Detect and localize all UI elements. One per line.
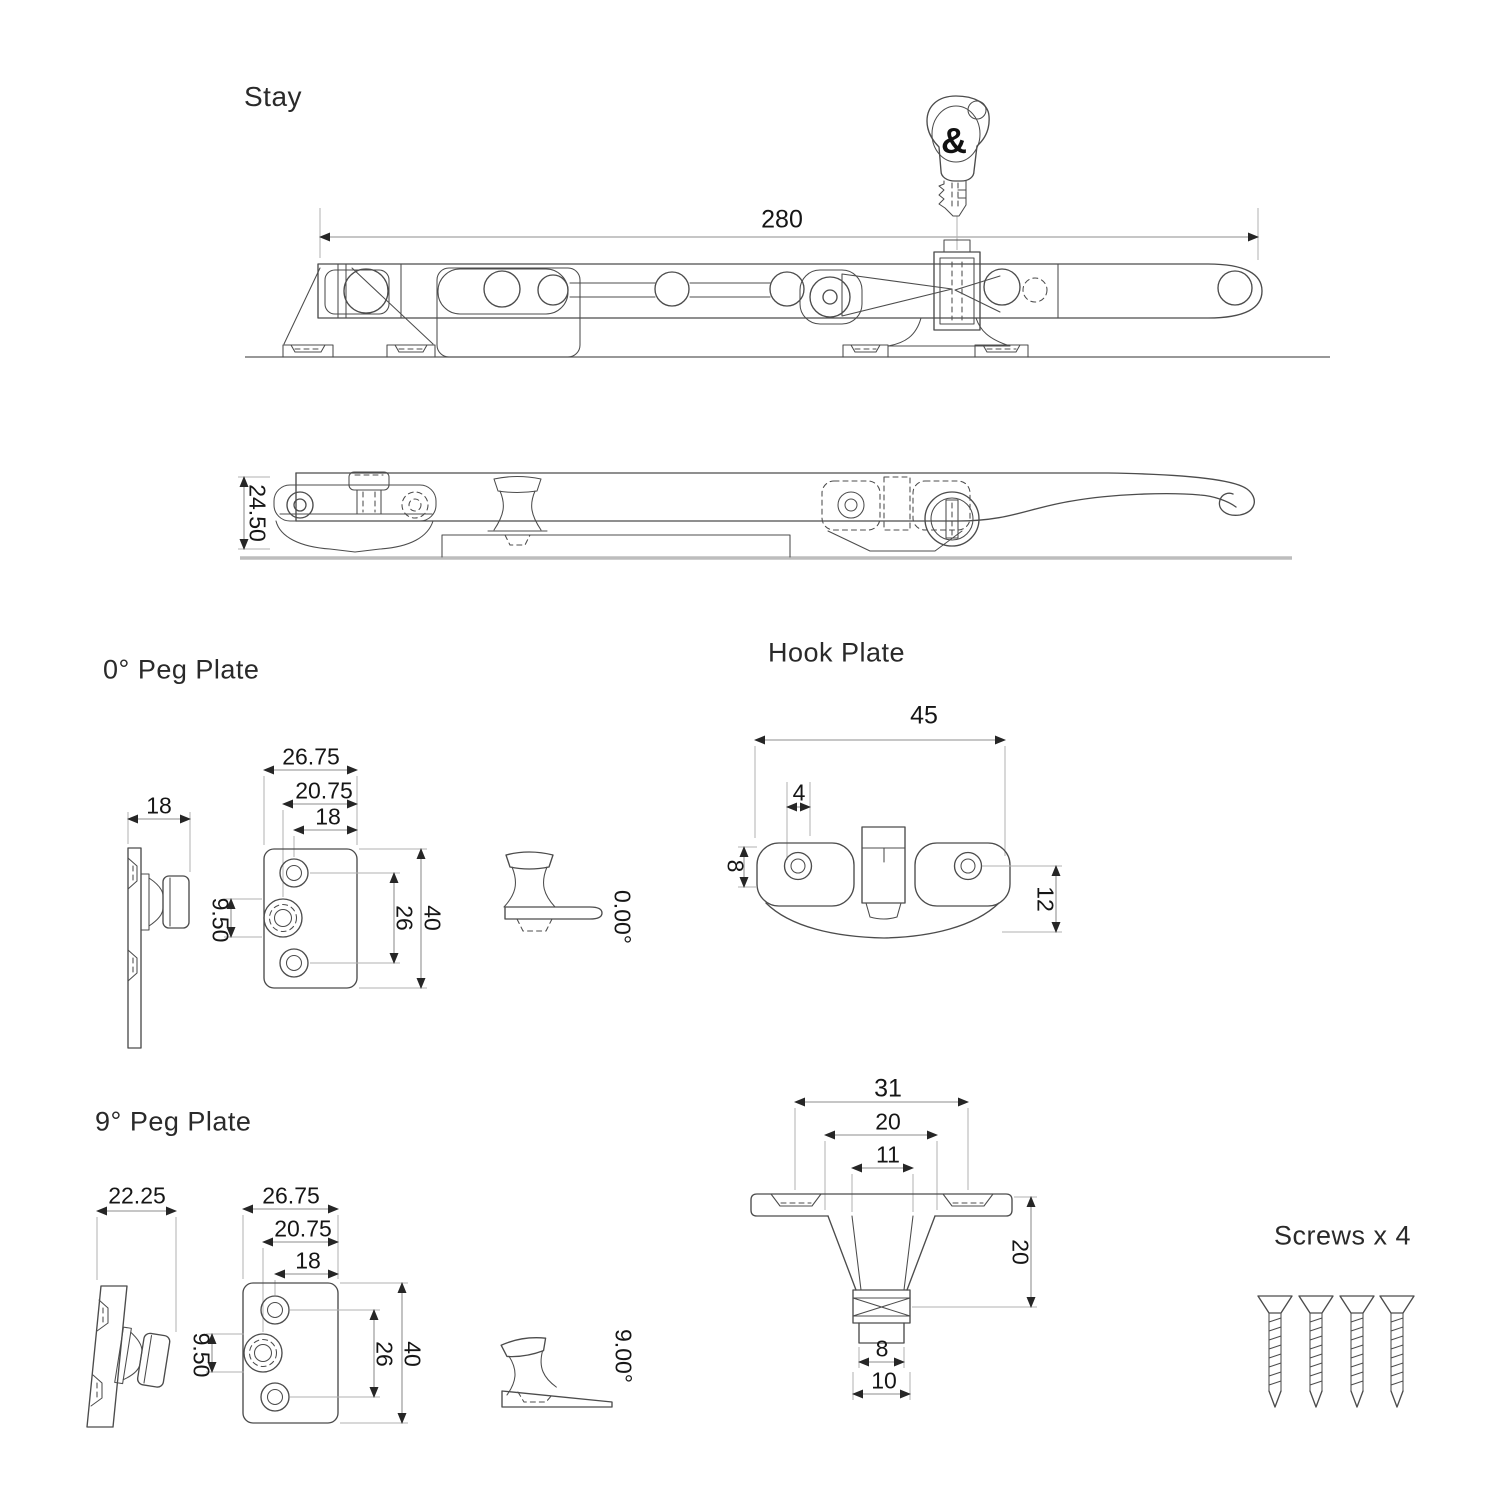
peg-plate-0-angle-label: 0.00° [609, 890, 636, 944]
hook-plate-top-drawing [738, 735, 1062, 939]
peg-plate-9-center-offset-label: 20.75 [274, 1215, 332, 1242]
peg-plate-0-side-drawing [127, 812, 191, 1049]
peg-plate-0-peg-dia-label: 9.50 [207, 897, 234, 943]
screw [1298, 1295, 1334, 1408]
stay-side-view-drawing [238, 471, 1292, 560]
peg-plate-9-angle-label: 9.00° [610, 1329, 637, 1383]
peg-plate-0-title: 0° Peg Plate [103, 654, 260, 685]
peg-plate-9-width-label: 26.75 [262, 1182, 320, 1209]
hook-side-height-label: 20 [1007, 1239, 1034, 1265]
key-icon [926, 95, 990, 217]
hook-side-throat-label: 11 [876, 1141, 900, 1168]
peg-plate-9-title: 9° Peg Plate [95, 1106, 252, 1137]
hook-plate-tab-label: 4 [792, 779, 806, 806]
peg-plate-9-front-drawing [206, 1204, 408, 1424]
peg-plate-0-hole-offset-label: 18 [315, 803, 341, 830]
peg-plate-9-peg-dia-label: 9.50 [188, 1332, 215, 1378]
peg-plate-0-hole-spacing-label: 26 [391, 905, 418, 931]
peg-plate-0-height-label: 40 [419, 905, 446, 931]
hook-side-boss-width-label: 31 [874, 1074, 902, 1103]
peg-plate-9-height-label: 40 [399, 1341, 426, 1367]
peg-9-angle-view-drawing [500, 1337, 613, 1408]
hook-side-tip-label: 8 [875, 1335, 889, 1362]
hook-plate-side-drawing [750, 1097, 1037, 1400]
peg-plate-0-side-width-label: 18 [146, 792, 172, 819]
hook-side-tip-base-label: 10 [871, 1367, 897, 1394]
stay-top-view-drawing [245, 208, 1330, 358]
stay-title: Stay [244, 81, 303, 112]
hook-side-outer-taper-label: 20 [875, 1108, 901, 1135]
stay-length-dim-label: 280 [761, 205, 803, 234]
screw [1339, 1295, 1375, 1408]
peg-plate-9-side-width-label: 22.25 [108, 1182, 166, 1209]
peg-plate-9-hole-spacing-label: 26 [371, 1341, 398, 1367]
hook-plate-width-label: 45 [910, 701, 938, 730]
hook-plate-title: Hook Plate [768, 637, 906, 668]
peg-plate-0-width-label: 26.75 [282, 743, 340, 770]
peg-plate-0-center-offset-label: 20.75 [295, 777, 353, 804]
screw [1379, 1295, 1415, 1408]
peg-0-angle-view-drawing [503, 851, 603, 932]
peg-plate-0-front-drawing [224, 765, 427, 989]
screws-drawing [1257, 1295, 1415, 1408]
peg-plate-9-side-drawing [86, 1206, 177, 1428]
key-logo-glyph: & [941, 120, 967, 161]
mounting-feet [282, 344, 1029, 358]
screw [1257, 1295, 1293, 1408]
stay-height-dim-label: 24.50 [244, 484, 271, 542]
hook-plate-depth-label: 12 [1032, 886, 1059, 912]
screws-title: Screws x 4 [1274, 1220, 1412, 1251]
peg-plate-9-hole-offset-label: 18 [295, 1247, 321, 1274]
hook-plate-hole-label: 8 [722, 859, 749, 873]
